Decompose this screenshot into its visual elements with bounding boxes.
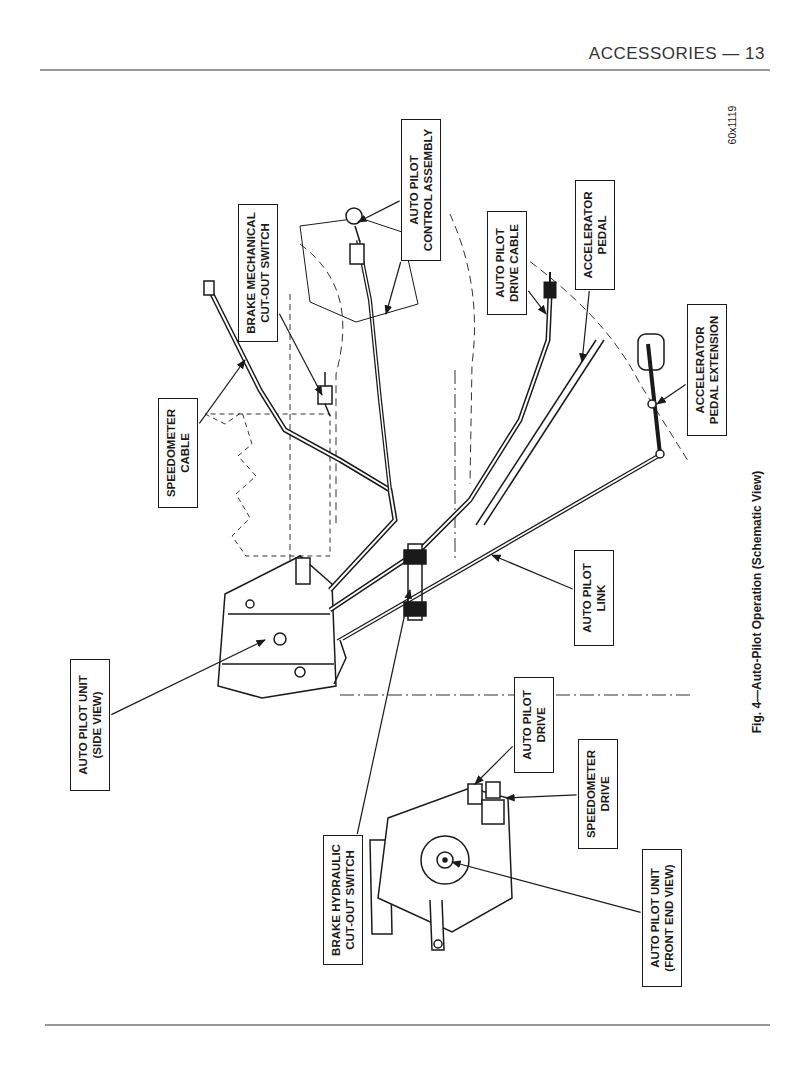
callout-box: AUTO PILOT CONTROL ASSEMBLY (401, 119, 442, 261)
speedometer-fitting (482, 800, 504, 824)
floor-outline (450, 214, 475, 484)
leader-line (357, 590, 410, 834)
auto-pilot-unit-side (218, 556, 346, 698)
callout-box: AUTO PILOT DRIVE CABLE (487, 211, 528, 315)
leader-line (452, 862, 641, 912)
callout-box: AUTO PILOT UNIT (SIDE VIEW) (70, 659, 111, 791)
control-cable (358, 240, 390, 490)
pedal-linkage (337, 334, 664, 640)
leader-line (506, 795, 577, 798)
front-housing (378, 788, 512, 932)
front-hub (437, 852, 453, 868)
drive-nut (486, 782, 500, 798)
cable-end (204, 281, 214, 295)
pivot (648, 400, 656, 408)
unit-seam (228, 613, 330, 615)
front-shaft (443, 858, 447, 862)
auto-pilot-link (343, 455, 663, 640)
callout-text: AUTO PILOT CONTROL ASSEMBLY (407, 126, 436, 254)
mechanical-switch (318, 386, 332, 404)
footer-rule (45, 1024, 770, 1025)
fitting-nut (404, 550, 426, 564)
auto-pilot-unit-front (370, 782, 512, 950)
callout-text: AUTO PILOT LINK (580, 557, 609, 639)
engine-outline (205, 412, 330, 556)
control-cable (358, 240, 390, 490)
front-drum (421, 836, 469, 884)
switch-wire (325, 404, 330, 416)
callout-box: AUTO PILOT DRIVE (514, 677, 555, 773)
leader-line (199, 360, 245, 423)
unit-screw (274, 633, 286, 645)
callout-text: ACCELERATOR PEDAL EXTENSION (693, 311, 722, 429)
drive-cable (330, 295, 550, 610)
figure-code: 60x1119 (726, 106, 738, 145)
cable-tip (549, 272, 551, 282)
callout-box: BRAKE MECHANICAL CUT-OUT SWITCH (238, 204, 279, 342)
callout-text: AUTO PILOT DRIVE (520, 684, 549, 766)
page-header: ACCESSORIES — 13 (589, 44, 765, 64)
callout-box: AUTO PILOT LINK (574, 550, 615, 646)
leader-line (528, 291, 546, 314)
pivot (656, 450, 664, 458)
knob-stem (355, 226, 360, 242)
drive-cable (330, 295, 550, 610)
unit-fitting (296, 558, 310, 584)
leader-line (657, 385, 686, 404)
brake-switches (318, 372, 426, 620)
callout-text: AUTO PILOT DRIVE CABLE (493, 218, 522, 308)
leader-line (111, 640, 265, 715)
control-housing (350, 244, 364, 264)
leader-line (279, 314, 322, 395)
unit-screw (295, 667, 305, 677)
callout-text: ACCELERATOR PEDAL (581, 187, 610, 283)
leader-line (475, 746, 513, 784)
callout-text: SPEEDOMETER DRIVE (584, 746, 613, 842)
pedal-bar (476, 340, 596, 525)
front-bracket (430, 900, 444, 950)
leader-line (492, 555, 573, 589)
callout-box: SPEEDOMETER CABLE (158, 398, 199, 508)
pedal-extension (648, 344, 660, 454)
callout-box: ACCELERATOR PEDAL EXTENSION (687, 304, 728, 436)
unit-lever (334, 640, 346, 684)
cable-end (544, 282, 556, 298)
pedal-bar (484, 340, 604, 525)
leader-line (582, 291, 589, 362)
bracket-bolt (434, 940, 442, 948)
figure-caption: Fig. 4—Auto-Pilot Operation (Schematic V… (750, 471, 764, 733)
leader-line (386, 262, 401, 314)
switch-wire (324, 372, 326, 386)
callout-text: BRAKE MECHANICAL CUT-OUT SWITCH (244, 211, 273, 335)
callout-box: BRAKE HYDRAULIC CUT-OUT SWITCH (323, 835, 364, 965)
center-line (455, 370, 456, 560)
callout-box: ACCELERATOR PEDAL (575, 180, 616, 290)
unit-housing (218, 556, 336, 698)
unit-seam (222, 663, 334, 665)
callout-text: AUTO PILOT UNIT (SIDE VIEW) (76, 666, 105, 784)
leader-line (358, 201, 400, 222)
callout-text: AUTO PILOT UNIT (FRONT END VIEW) (648, 856, 677, 980)
toeboard-outline (300, 244, 343, 524)
unit-screw (246, 600, 254, 608)
callout-box: SPEEDOMETER DRIVE (578, 739, 619, 849)
callout-box: AUTO PILOT UNIT (FRONT END VIEW) (642, 849, 683, 987)
drive-nut (468, 784, 482, 804)
callout-text: SPEEDOMETER CABLE (164, 405, 193, 501)
header-rule (40, 69, 770, 70)
callout-text: BRAKE HYDRAULIC CUT-OUT SWITCH (329, 842, 358, 958)
